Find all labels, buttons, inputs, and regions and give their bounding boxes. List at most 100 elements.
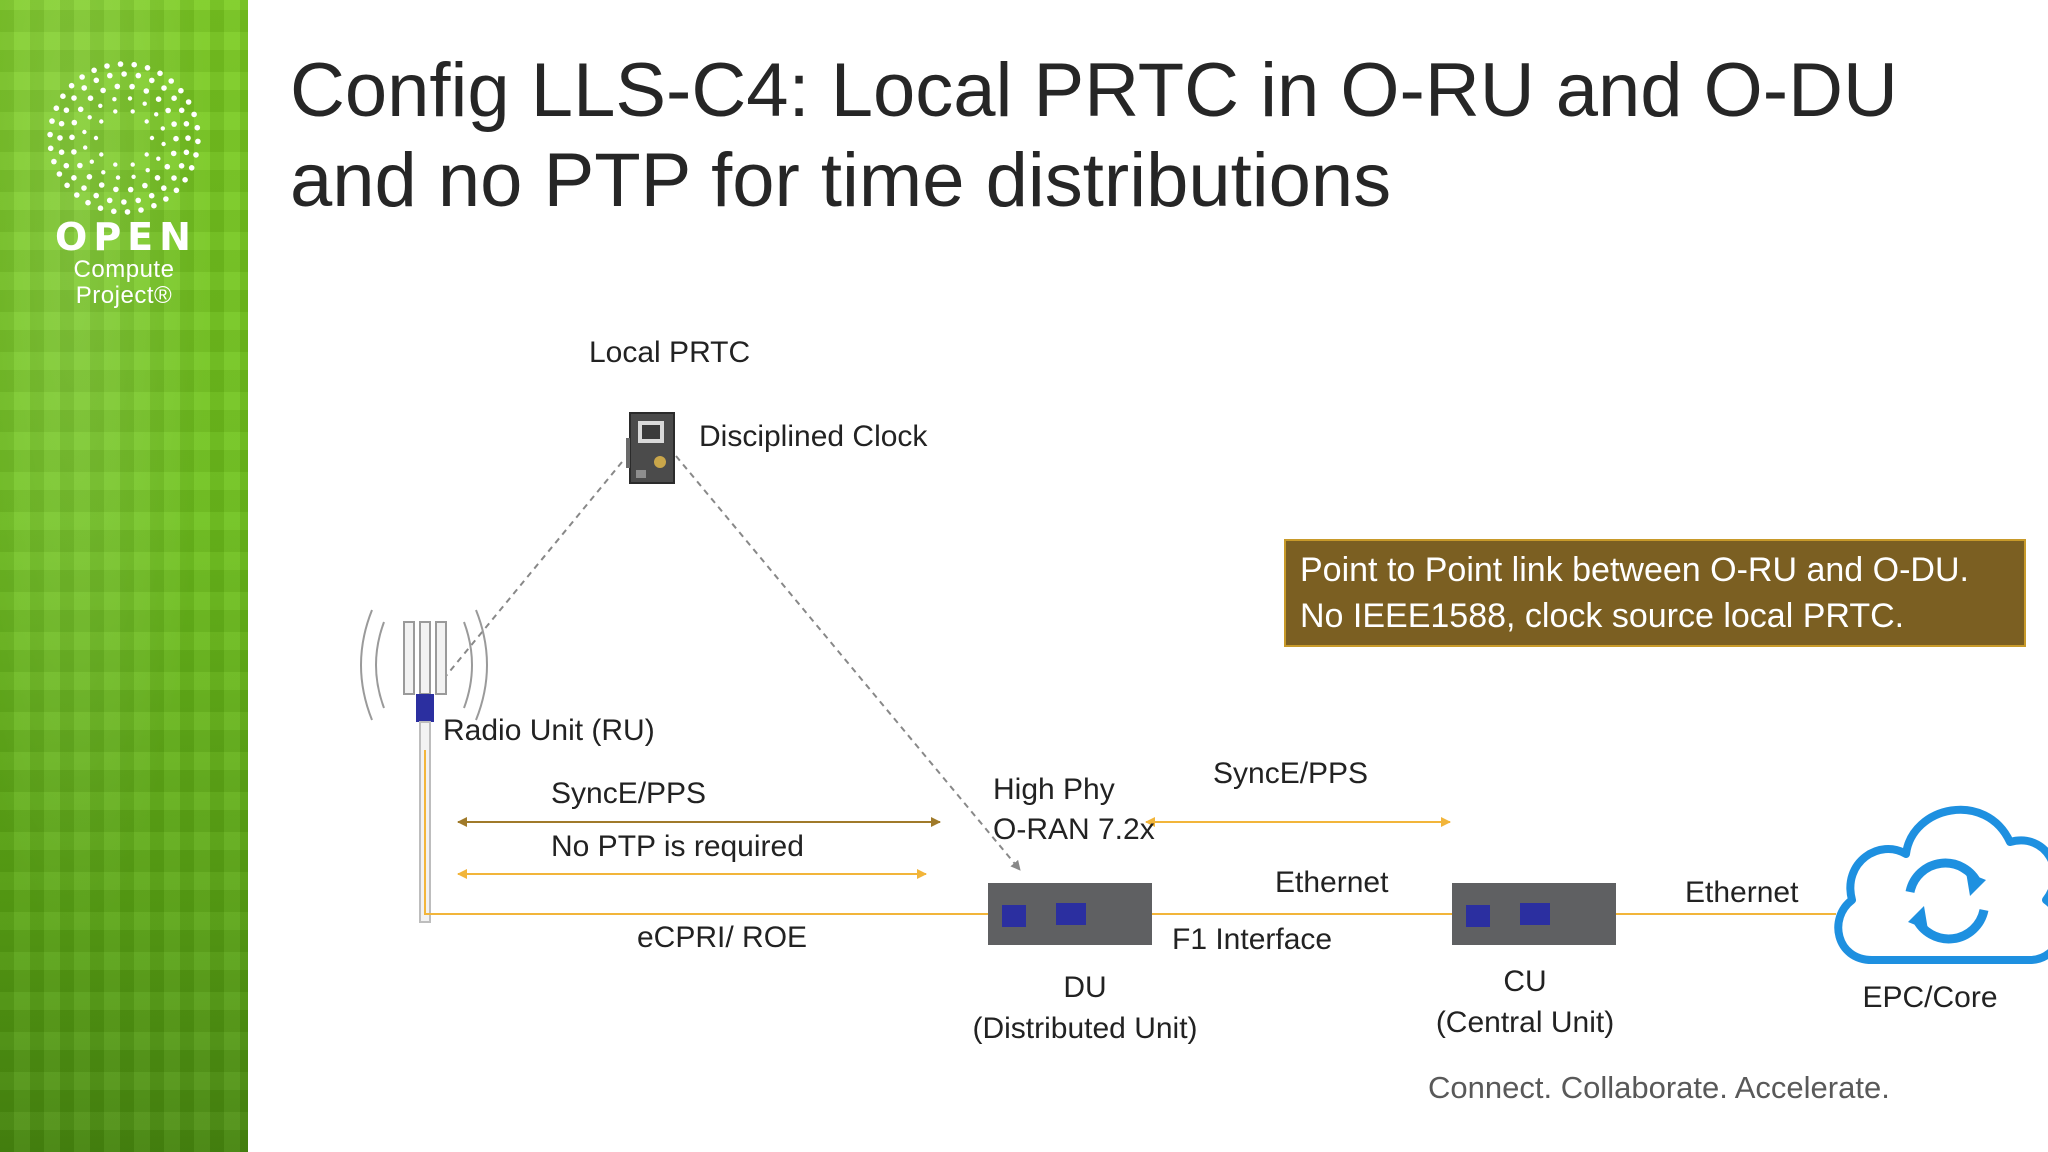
logo-dot: [178, 107, 185, 114]
logo-dot: [149, 77, 155, 84]
logo-dot: [185, 99, 192, 105]
logo-dot: [81, 85, 87, 91]
logo-dot: [63, 107, 70, 113]
note-line-1: Point to Point link between O-RU and O-D…: [1300, 551, 1969, 589]
note-box: Point to Point link between O-RU and O-D…: [1284, 539, 2026, 647]
logo-dot: [183, 121, 190, 127]
logo-dot: [113, 186, 119, 193]
logo-dot: [58, 120, 65, 127]
logo-dot: [168, 78, 174, 84]
logo-dot: [86, 174, 93, 180]
logo-dot: [56, 171, 63, 177]
logo-dot: [69, 134, 75, 141]
logo-dot: [135, 197, 141, 204]
logo-dot: [143, 88, 150, 94]
logo-dot: [161, 85, 167, 91]
logo-dot: [182, 177, 188, 183]
cu-device-icon: [1452, 883, 1616, 945]
logo-dot: [127, 96, 133, 101]
epc-core-label: EPC/Core: [1862, 981, 1998, 1014]
logo-dot: [154, 112, 159, 117]
logo-dot: [121, 199, 127, 205]
logo-dot: [97, 205, 104, 211]
logo-dot: [161, 185, 167, 191]
logo-dot: [170, 150, 177, 157]
cu-name-label: CU: [1503, 965, 1547, 998]
logo-dot: [144, 152, 149, 157]
logo-dot: [173, 135, 179, 142]
logo-dot: [194, 124, 201, 131]
logo-dot: [58, 149, 65, 155]
radio-unit-label: Radio Unit (RU): [443, 714, 655, 747]
logo-dot: [160, 126, 165, 131]
logo-dot: [149, 135, 155, 141]
logo-dot: [124, 209, 131, 215]
sidebar-branding: OPEN Compute Project®: [0, 0, 248, 1152]
logo-dot: [101, 170, 106, 175]
logo-dot: [71, 119, 78, 126]
du-device-icon: [988, 883, 1152, 945]
logo-dot: [178, 163, 185, 169]
logo-dot: [64, 182, 70, 189]
synce-pps-left-label: SyncE/PPS: [551, 777, 707, 810]
logo-dot: [87, 95, 94, 101]
logo-dot: [83, 145, 88, 150]
brand-sub-project: Project®: [75, 282, 173, 309]
logo-dot: [100, 87, 106, 94]
logo-dot: [127, 186, 134, 193]
logo-dot: [157, 70, 163, 77]
logo-dot: [93, 192, 99, 199]
logo-dot: [98, 182, 105, 188]
synce-pps-right-label: SyncE/PPS: [1213, 757, 1369, 790]
logo-dot: [68, 82, 75, 89]
du-name-label: DU: [1063, 971, 1107, 1004]
logo-dot: [93, 77, 100, 84]
brand-sub-compute: Compute: [73, 256, 175, 283]
disciplined-clock-label: Disciplined Clock: [699, 420, 928, 453]
oran-label: O-RAN 7.2x: [993, 813, 1155, 846]
logo-dot: [121, 71, 127, 77]
title-line-1: Config LLS-C4: Local PRTC in O-RU and O-…: [290, 48, 1898, 133]
logo-dot: [163, 196, 169, 202]
logo-dot: [63, 162, 70, 169]
clock-to-ru-dashed-line: [435, 461, 623, 689]
logo-dot: [106, 197, 113, 204]
logo-dot: [81, 185, 87, 191]
logo-dot: [131, 174, 136, 179]
logo-dot: [53, 105, 60, 111]
title-line-2: and no PTP for time distributions: [290, 138, 1392, 223]
logo-dot: [154, 175, 161, 181]
logo-dot: [161, 141, 166, 147]
logo-dot: [151, 202, 157, 209]
logo-dot: [107, 72, 113, 79]
logo-dot: [173, 187, 180, 194]
logo-dot: [71, 175, 77, 181]
logo-dot: [148, 192, 155, 199]
logo-dot: [98, 103, 103, 108]
logo-dot: [91, 67, 97, 74]
logo-dot: [71, 95, 77, 101]
logo-dot: [82, 129, 87, 135]
logo-dot: [104, 63, 110, 69]
du-desc-label: (Distributed Unit): [972, 1012, 1198, 1045]
logo-dot: [47, 131, 53, 138]
logo-dot: [165, 107, 171, 114]
radio-unit-antenna-icon: [360, 609, 488, 923]
logo-dot: [144, 65, 151, 71]
logo-dot: [71, 149, 77, 155]
ethernet-du-cu-label: Ethernet: [1275, 866, 1389, 899]
logo-dot: [77, 106, 84, 113]
logo-dot: [193, 152, 199, 158]
logo-dot: [93, 135, 99, 141]
logo-dot: [47, 145, 54, 152]
logo-dot: [138, 207, 144, 213]
logo-dot: [112, 97, 117, 102]
no-ptp-label: No PTP is required: [551, 830, 804, 863]
logo-dot: [188, 165, 195, 171]
logo-dot: [145, 168, 150, 173]
cu-desc-label: (Central Unit): [1435, 1006, 1615, 1039]
local-prtc-label: Local PRTC: [589, 336, 751, 369]
note-line-2: No IEEE1588, clock source local PRTC.: [1300, 597, 1905, 635]
logo-dot: [57, 135, 63, 141]
